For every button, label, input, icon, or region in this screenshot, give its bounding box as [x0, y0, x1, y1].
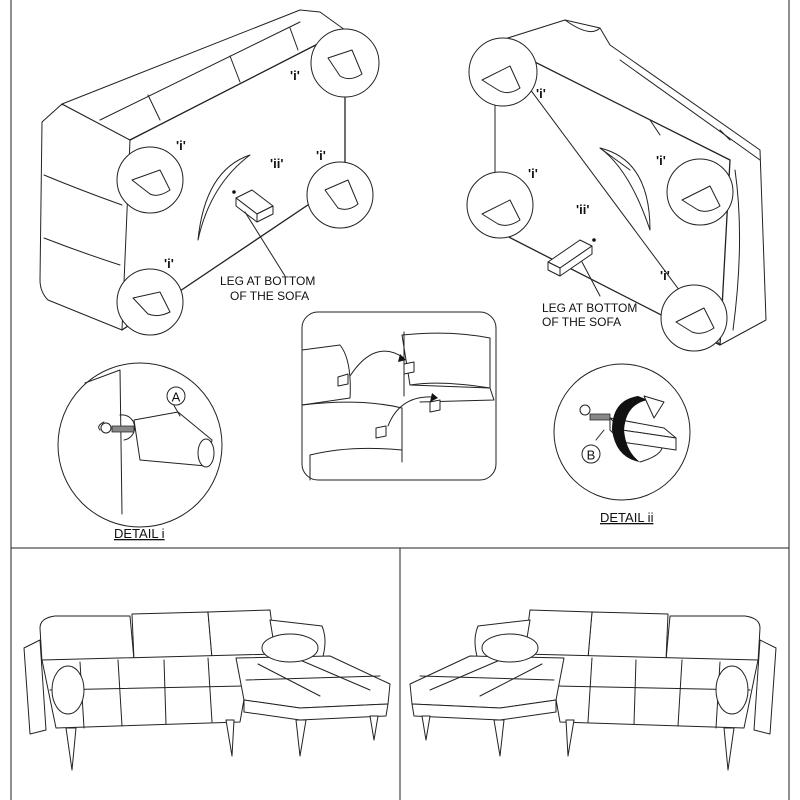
leg-callout-top-right [310, 28, 380, 98]
part-a-marker [166, 386, 186, 406]
bracket-marker: 'ii' [270, 156, 283, 171]
leg-marker: 'i' [660, 268, 670, 283]
leg-marker: 'i' [176, 138, 186, 153]
rotate-arrow-icon [612, 396, 648, 462]
leg-marker: 'i' [316, 148, 326, 163]
leg-markers-right: 'i' 'i' 'i' 'i' 'ii' [528, 86, 670, 283]
leg-marker: 'i' [164, 256, 174, 271]
sofa-underside-right [466, 19, 767, 352]
leg-markers-left: 'i' 'i' 'i' 'i' 'ii' [164, 68, 326, 271]
leg-callout-bottom [660, 284, 728, 352]
sofa-underside-left [39, 9, 380, 336]
leg-marker: 'i' [536, 86, 546, 101]
leg-callout-left [116, 146, 184, 214]
leg-callout-top-left [468, 37, 538, 107]
sectional-sofa-left-chaise [23, 609, 391, 771]
leg-callout-right [666, 158, 734, 226]
note-line: OF THE SOFA [230, 289, 309, 303]
detail-i-callout: A [57, 362, 223, 528]
note-line: OF THE SOFA [542, 315, 621, 329]
leg-callout-right [306, 161, 374, 229]
leg-marker: 'i' [528, 166, 538, 181]
note-line: LEG AT BOTTOM [220, 274, 315, 288]
leg-callout-left [466, 171, 534, 239]
connector-inset [301, 311, 497, 481]
part-a-label: A [172, 390, 181, 405]
leg-callout-bottom [116, 268, 184, 336]
detail-ii-title: DETAIL ii [600, 510, 654, 525]
detail-ii-callout: B [553, 363, 691, 501]
leg-marker: 'i' [656, 153, 666, 168]
leg-marker: 'i' [290, 68, 300, 83]
part-b-marker [581, 444, 601, 464]
leg-location-note-right: LEG AT BOTTOM OF THE SOFA [542, 301, 637, 329]
bracket-callout-right [547, 147, 651, 277]
note-line: LEG AT BOTTOM [542, 301, 637, 315]
bracket-marker: 'ii' [576, 202, 589, 217]
part-b-label: B [587, 448, 596, 463]
detail-i-title: DETAIL i [114, 526, 165, 541]
sheet-frame [10, 0, 790, 800]
leg-location-note-left: LEG AT BOTTOM OF THE SOFA [220, 274, 315, 303]
bracket-callout-left [197, 154, 274, 241]
sectional-sofa-right-chaise [409, 609, 777, 771]
